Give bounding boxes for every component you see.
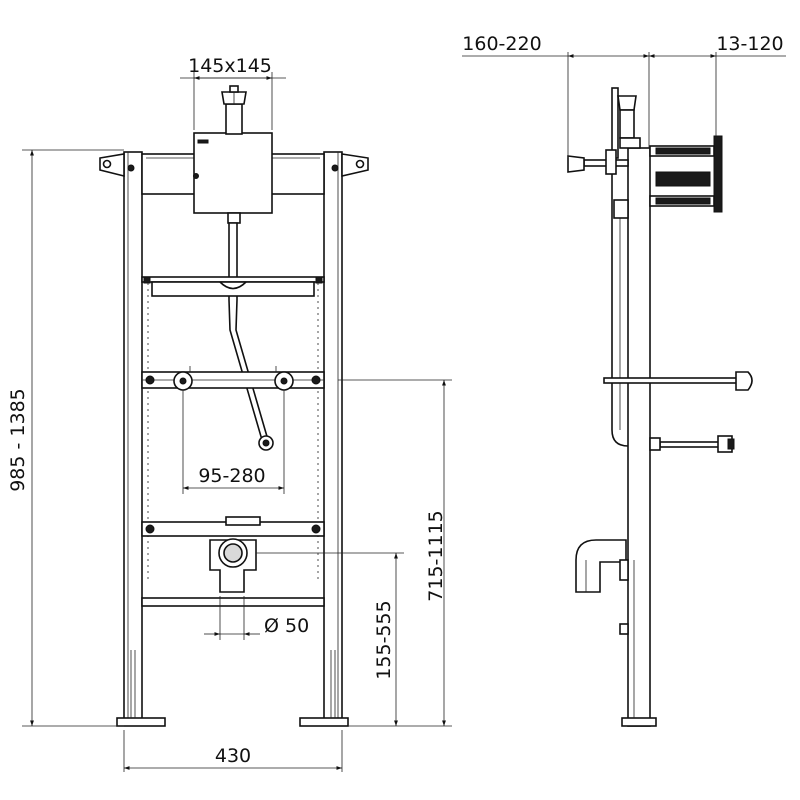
flush-pipe (228, 222, 270, 441)
dim-depth-range: 160-220 (462, 33, 541, 55)
left-foot (116, 717, 166, 727)
dim-mounting-height: 715-1115 (425, 510, 447, 601)
right-foot (299, 717, 349, 727)
dim-145x145: 145x145 (188, 55, 272, 77)
dim-drain-height: 155-555 (373, 600, 395, 679)
valve-spindle (225, 103, 243, 135)
left-wall-bracket (99, 153, 125, 178)
dim-drain-diameter: Ø 50 (264, 615, 309, 637)
left-upright (123, 151, 143, 725)
wall-plate (713, 135, 723, 213)
dimension-labels: 145x145 985 - 1385 715-1115 155-555 430 … (7, 33, 784, 767)
dimension-lines (22, 52, 786, 772)
right-wall-bracket (341, 153, 369, 178)
side-view (567, 87, 753, 727)
right-upright (323, 151, 343, 725)
dim-total-height: 985 - 1385 (7, 388, 29, 492)
bottom-crossbar (141, 597, 325, 607)
valve-box (193, 132, 273, 214)
side-post (627, 147, 651, 727)
dim-frame-width: 430 (215, 745, 251, 767)
front-view (99, 85, 369, 727)
supply-rod (603, 377, 739, 384)
drain-elbow (575, 539, 627, 593)
dim-valve-spacing: 95-280 (198, 465, 265, 487)
dim-wall-offset: 13-120 (716, 33, 783, 55)
